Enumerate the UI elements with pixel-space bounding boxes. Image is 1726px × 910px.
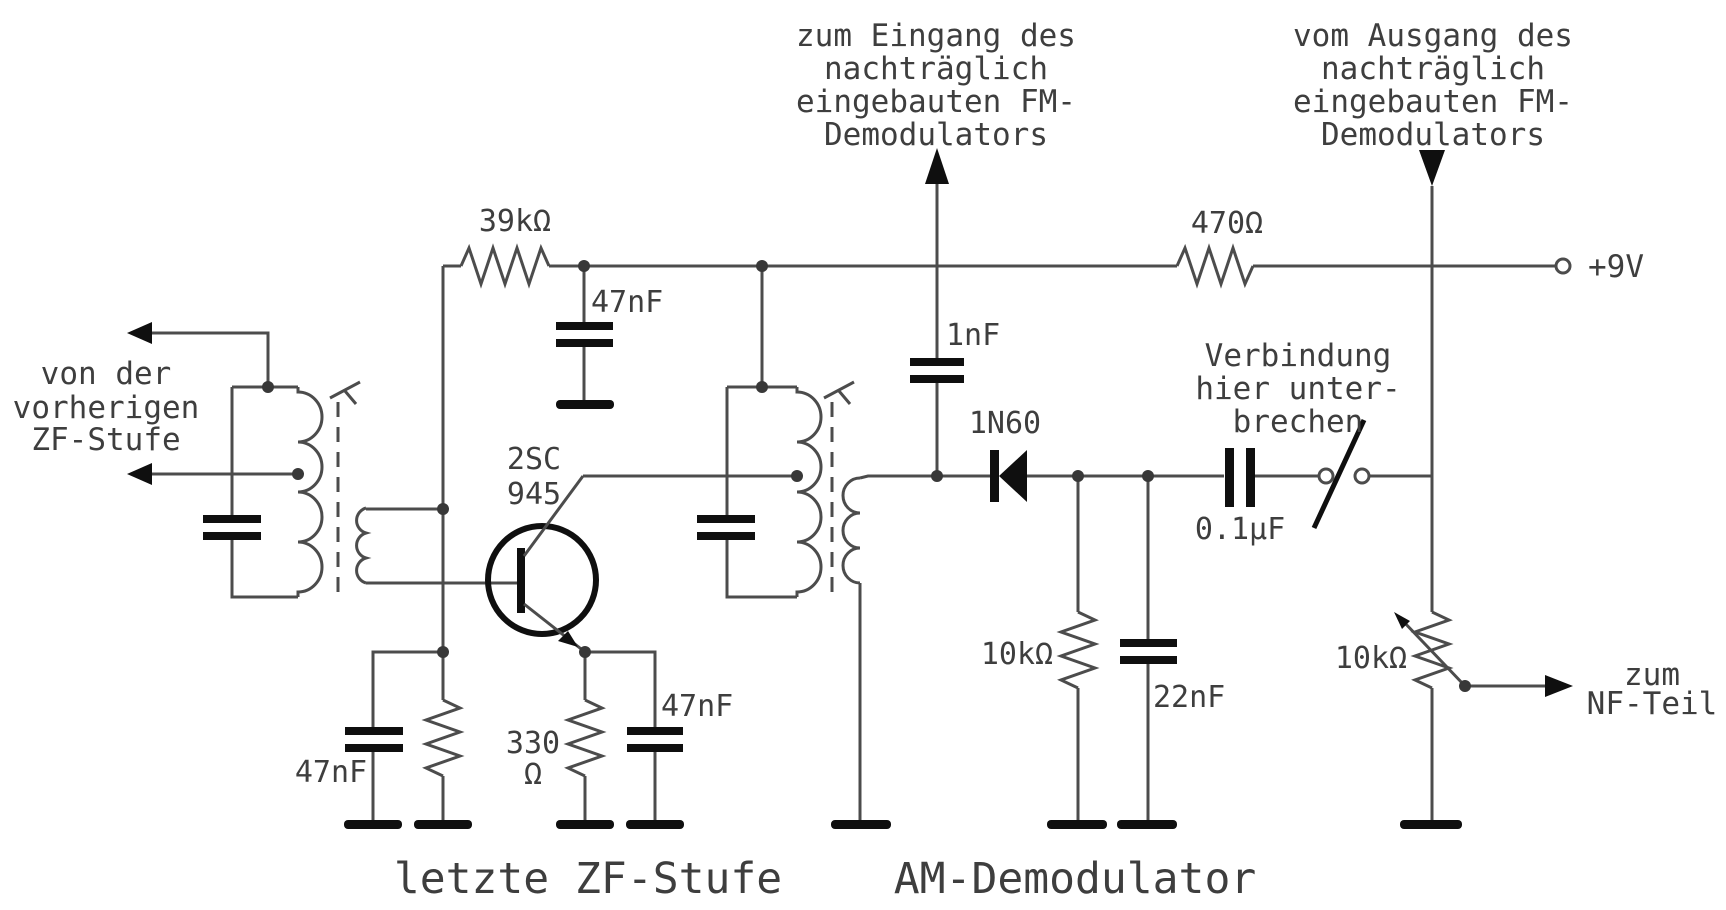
label-c-22n: 22nF — [1153, 680, 1225, 715]
label-c-47n-emitter: 47nF — [661, 689, 733, 724]
label-c-1n: 1nF — [946, 318, 1000, 353]
arrow-left-top-icon — [127, 322, 152, 344]
svg-text:Demodulators: Demodulators — [824, 117, 1048, 153]
label-c-100n: 0.1µF — [1195, 512, 1285, 547]
svg-text:hier unter-: hier unter- — [1195, 371, 1400, 407]
svg-text:945: 945 — [507, 477, 561, 512]
text-annotations: zum Eingang des nachträglich eingebauten… — [13, 18, 1718, 904]
fm-output-note: vom Ausgang des — [1293, 18, 1573, 54]
diode-cathode-bar — [990, 450, 999, 502]
svg-text:nachträglich: nachträglich — [824, 51, 1048, 87]
transistor-2sc945 — [485, 475, 599, 654]
resistor-470-zigzag — [1175, 243, 1255, 289]
svg-text:brechen: brechen — [1233, 404, 1364, 440]
primary-winding — [795, 387, 823, 597]
component-labels: 39kΩ 47nF 2SC 945 47nF 330 Ω 47nF 1nF 1N… — [295, 204, 1407, 792]
diode-triangle — [999, 450, 1027, 502]
svg-text:nachträglich: nachträglich — [1321, 51, 1545, 87]
fm-output-line — [1394, 150, 1573, 829]
ground-symbol — [344, 820, 402, 829]
label-r-10k: 10kΩ — [981, 637, 1053, 672]
break-terminal-right — [1353, 467, 1371, 485]
capacitor-100n-plate — [1225, 448, 1234, 507]
label-c-47n-base: 47nF — [295, 755, 367, 790]
bias-resistor-zigzag — [421, 698, 465, 778]
arrow-right-icon — [1545, 675, 1573, 697]
pot-wiper — [1400, 618, 1467, 688]
resistor-10k-zigzag — [1056, 610, 1100, 690]
if-source-note: von der — [41, 356, 172, 392]
label-c-47n-supply: 47nF — [591, 285, 663, 320]
label-r-330: 330 — [506, 726, 560, 761]
base-network — [344, 650, 472, 829]
fm-input-tap — [910, 148, 964, 476]
secondary-winding — [355, 506, 372, 585]
detector-load — [1047, 476, 1177, 829]
label-d-1n60: 1N60 — [969, 406, 1041, 441]
resistor-39k-zigzag — [459, 243, 551, 289]
ground-symbol — [556, 400, 614, 409]
label-pot-10k: 10kΩ — [1335, 641, 1407, 676]
arrow-down-icon — [1419, 150, 1445, 186]
ground-symbol — [831, 820, 891, 829]
svg-text:Demodulators: Demodulators — [1321, 117, 1545, 153]
pot-wiper-arrow-icon — [1394, 612, 1410, 629]
am-demodulator-line — [937, 418, 1432, 530]
svg-text:eingebauten FM-: eingebauten FM- — [796, 84, 1076, 120]
core-adjust-mark — [329, 380, 361, 405]
break-slash — [1311, 418, 1367, 530]
svg-text:vorherigen: vorherigen — [13, 390, 200, 426]
caption-left-stage: letzte ZF-Stufe — [394, 854, 782, 904]
svg-text:eingebauten FM-: eingebauten FM- — [1293, 84, 1573, 120]
collector-lead — [522, 475, 585, 557]
junction-dots — [262, 260, 1471, 692]
break-terminal-left — [1317, 467, 1335, 485]
fm-input-note: zum Eingang des — [796, 18, 1076, 54]
label-r-39k: 39kΩ — [479, 204, 551, 239]
ground-symbol — [1400, 820, 1462, 829]
nf-output-note: zum — [1624, 657, 1680, 693]
arrow-up-icon — [925, 148, 949, 184]
label-transistor: 2SC — [507, 442, 561, 477]
resistor-330-zigzag — [563, 698, 607, 778]
emitter-arrow-icon — [558, 631, 578, 647]
svg-text:NF-Teil: NF-Teil — [1587, 686, 1718, 722]
svg-text:Ω: Ω — [524, 757, 542, 792]
label-r-470: 470Ω — [1191, 206, 1263, 241]
if-input-arrows — [127, 322, 298, 485]
ground-symbol — [626, 820, 684, 829]
if-transformer-1 — [203, 380, 517, 600]
primary-winding — [296, 387, 324, 597]
arrow-left-bottom-icon — [127, 463, 152, 485]
svg-text:ZF-Stufe: ZF-Stufe — [31, 422, 180, 458]
supply-rail — [443, 243, 1572, 289]
ground-symbol — [556, 820, 614, 829]
secondary-winding — [841, 476, 861, 585]
ground-symbol — [1047, 820, 1107, 829]
break-note: Verbindung — [1205, 338, 1392, 374]
ground-symbol — [1117, 820, 1177, 829]
capacitor-100n-plate — [1246, 448, 1255, 507]
base-bar — [517, 548, 525, 613]
supply-label: +9V — [1588, 249, 1644, 285]
supply-terminal — [1554, 257, 1572, 275]
ground-symbol — [414, 820, 472, 829]
caption-right-stage: AM-Demodulator — [894, 854, 1256, 904]
if-transformer-2 — [697, 266, 937, 829]
capacitor-47n-supply — [556, 266, 614, 409]
core-adjust-mark — [823, 380, 855, 405]
emitter-network — [556, 650, 684, 829]
